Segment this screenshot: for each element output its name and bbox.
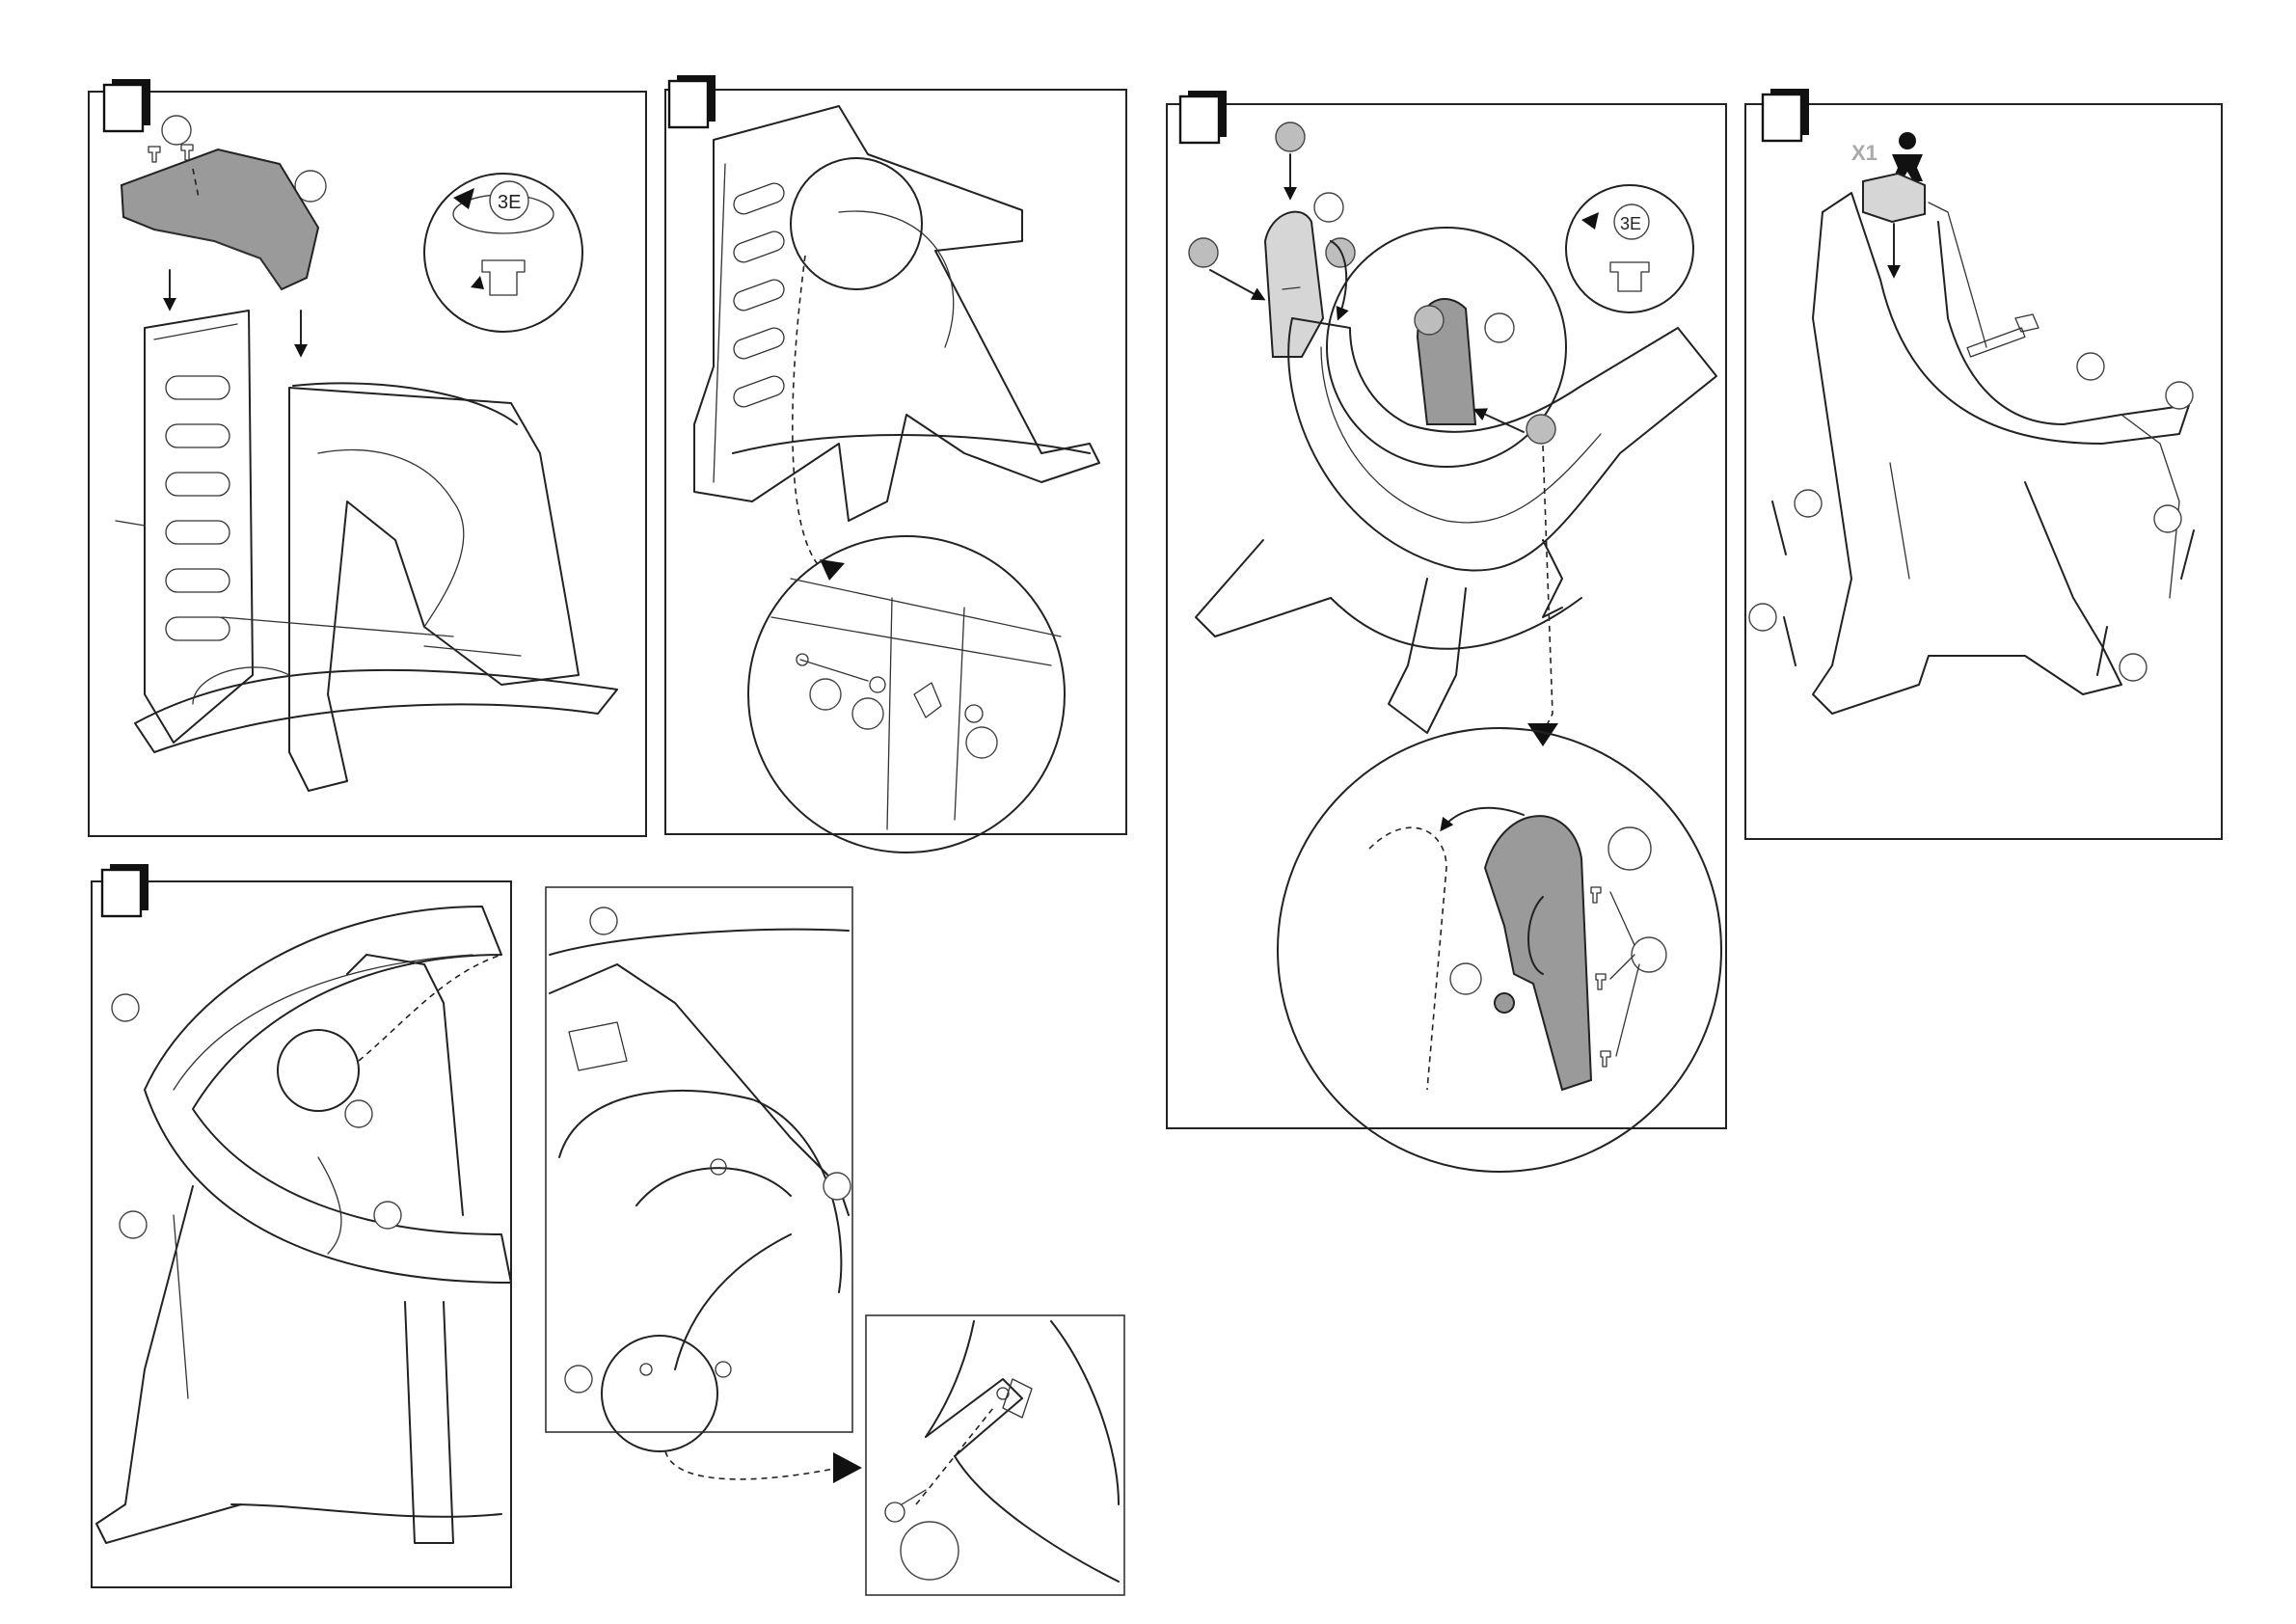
callout-circle bbox=[162, 116, 191, 145]
panel-step-4: X1 bbox=[1745, 89, 2222, 839]
panel-step-5 bbox=[92, 864, 511, 1587]
mallet-block-icon bbox=[1863, 174, 1925, 222]
step-tab-4 bbox=[1763, 89, 1809, 141]
panel-step-2 bbox=[665, 75, 1126, 853]
step-tab-3 bbox=[1180, 91, 1227, 143]
svg-text:3E: 3E bbox=[498, 192, 521, 213]
panel-detail-a bbox=[546, 887, 862, 1483]
bolt-head-icon bbox=[1495, 993, 1514, 1013]
step-tab-1 bbox=[104, 79, 150, 131]
panel-step-1: 3E bbox=[89, 79, 646, 836]
panel-step-3: 3E bbox=[1167, 91, 1726, 1172]
step-tab-2 bbox=[669, 75, 716, 127]
quantity-label: X1 bbox=[1851, 141, 1877, 165]
step-tab-5 bbox=[102, 864, 149, 916]
svg-text:3E: 3E bbox=[1620, 214, 1641, 233]
panel-detail-b bbox=[866, 1315, 1124, 1595]
